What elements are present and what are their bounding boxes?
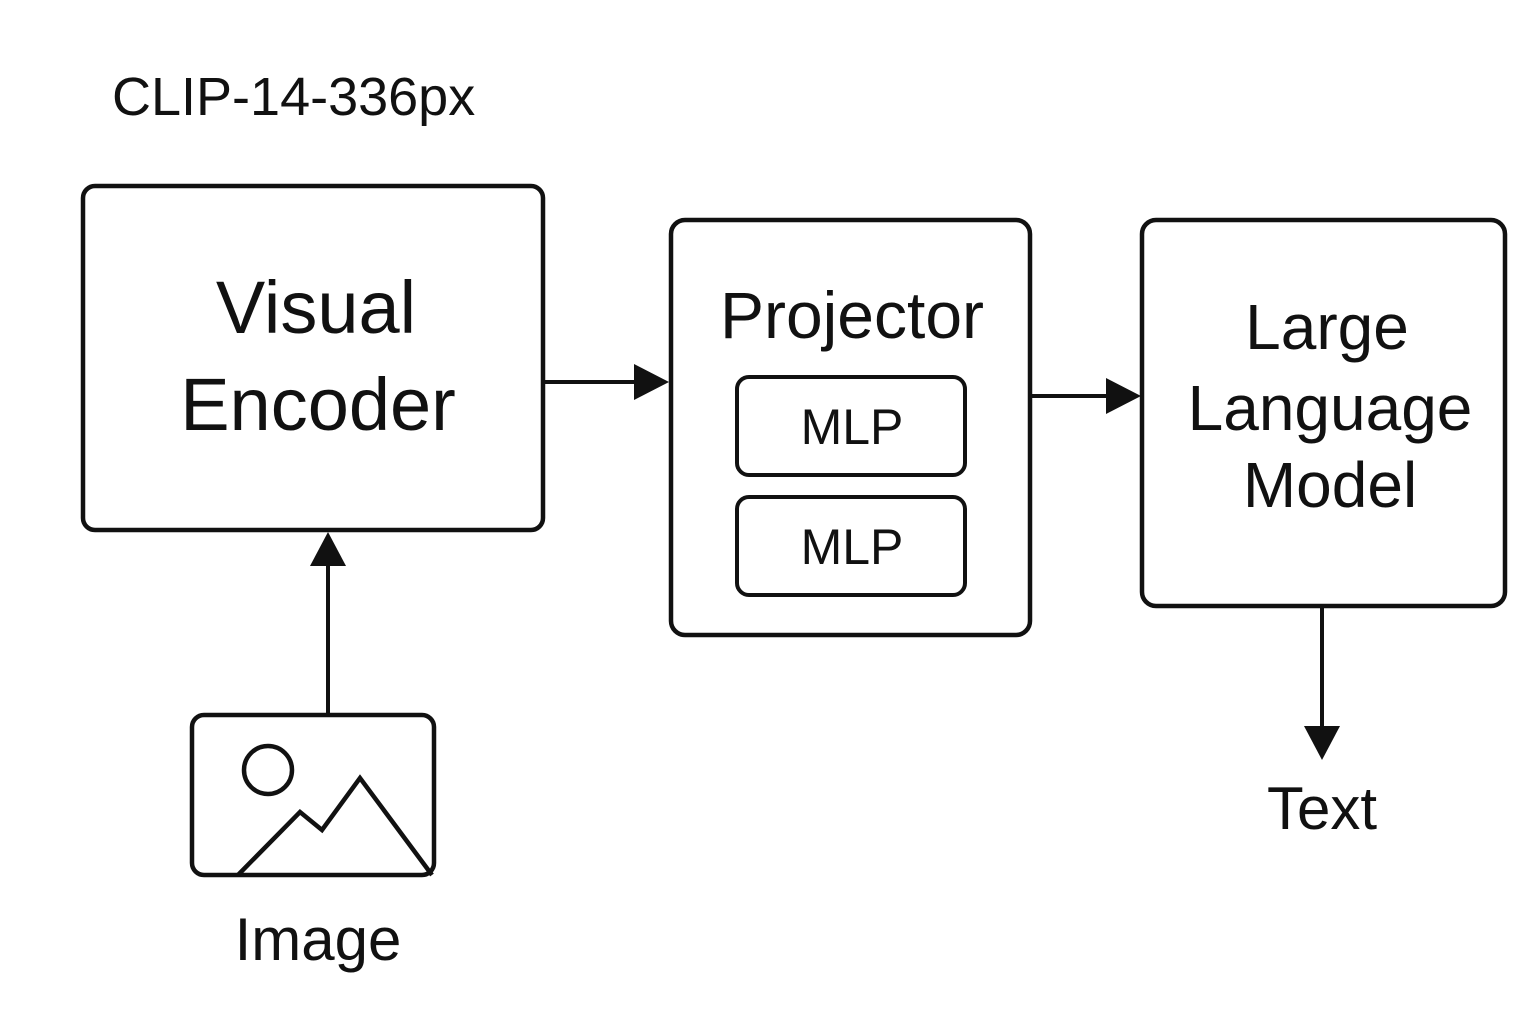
mlp-layer-1-label: MLP [801, 399, 904, 455]
llm-box [1139, 217, 1508, 609]
edge-image-to-visual-encoder [310, 532, 346, 713]
arrowhead-icon [634, 364, 669, 400]
arrowhead-icon [310, 532, 346, 566]
arrowhead-icon [1106, 378, 1141, 414]
mlp-layer-2-box [735, 495, 967, 597]
diagram-title: CLIP-14-336px [112, 67, 475, 127]
visual-encoder-node: Visual Encoder [80, 183, 546, 533]
llm-node: Large Language Model [1139, 217, 1508, 609]
visual-encoder-label-line1: Visual [216, 266, 416, 349]
llm-label-line1: Large [1245, 291, 1409, 363]
edge-projector-to-llm [1032, 378, 1141, 414]
image-icon [189, 712, 437, 878]
text-output-label: Text [1267, 775, 1377, 842]
image-input-label: Image [235, 906, 402, 973]
llm-label-line2: Language [1188, 372, 1473, 444]
edge-visual-encoder-to-projector [545, 364, 669, 400]
mlp-layer-1-box [735, 375, 967, 477]
projector-node: Projector MLP MLP [668, 217, 1033, 638]
mlp-layer-2: MLP [735, 495, 967, 597]
edge-llm-to-text [1304, 608, 1340, 760]
visual-encoder-label-line2: Encoder [180, 363, 456, 446]
mlp-layer-2-label: MLP [801, 519, 904, 575]
visual-encoder-box [80, 183, 546, 533]
llm-label-line3: Model [1243, 449, 1417, 521]
arrowhead-icon [1304, 726, 1340, 760]
mlp-layer-1: MLP [735, 375, 967, 477]
image-input-node: Image [189, 712, 437, 973]
projector-label: Projector [720, 278, 984, 352]
